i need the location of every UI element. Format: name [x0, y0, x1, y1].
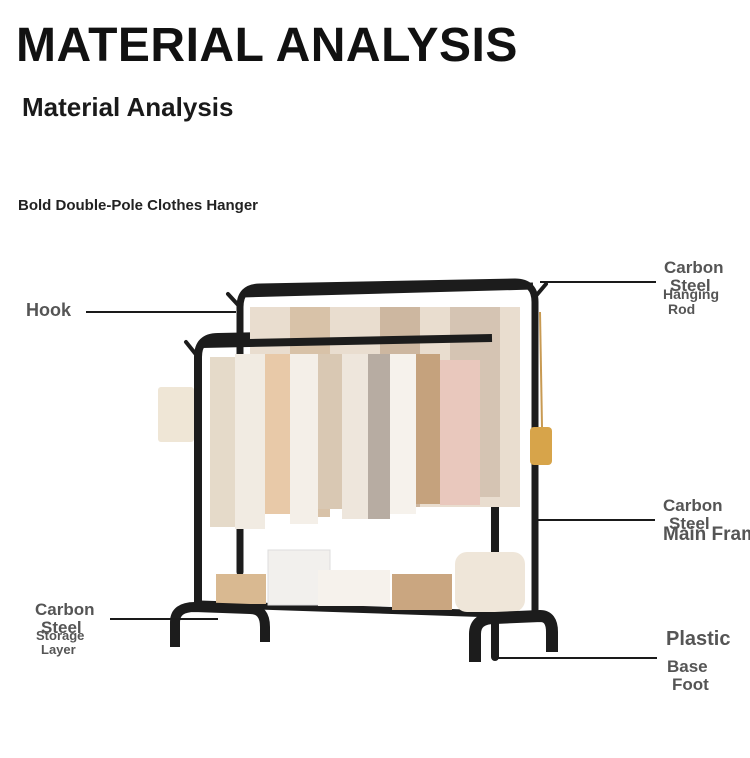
- crossbody-bag: [530, 427, 552, 465]
- callout-storage-part-b: Layer: [41, 642, 76, 657]
- right-foot: [469, 609, 558, 662]
- page-title: MATERIAL ANALYSIS: [16, 19, 518, 72]
- callout-base-foot-line: [497, 657, 657, 659]
- callout-storage-material-b: Steel: [41, 618, 82, 637]
- callout-hook-label: Hook: [26, 300, 71, 320]
- product-name: Bold Double-Pole Clothes Hanger: [18, 197, 259, 214]
- clothes-rack-illustration: [158, 278, 558, 662]
- callout-hanging-rod-part-b: Rod: [668, 301, 696, 317]
- callout-hanging-rod-material-b: Steel: [670, 276, 711, 295]
- tote-bag: [158, 387, 194, 442]
- callout-main-frame-part: Main Frame: [663, 524, 750, 545]
- callout-storage-material-a: Carbon: [35, 600, 95, 619]
- callout-hanging-rod-part-a: Hanging: [663, 286, 719, 302]
- back-hanging-rod: [241, 282, 534, 298]
- shelf-items: [216, 549, 525, 612]
- front-hanging-rod: [201, 334, 493, 348]
- callout-storage-part-a: Storage: [36, 628, 85, 643]
- callout-hook-line: [86, 311, 236, 313]
- callout-base-foot-part-b: Foot: [672, 675, 709, 694]
- callout-hanging-rod-line: [540, 281, 656, 283]
- callout-base-foot-part-a: Base: [667, 657, 708, 676]
- callout-main-frame-material-b: Steel: [669, 514, 710, 533]
- section-subtitle: Material Analysis: [22, 92, 234, 122]
- callout-hanging-rod-material-a: Carbon: [664, 258, 724, 277]
- left-foot: [170, 601, 270, 647]
- callout-main-frame-material-a: Carbon: [663, 496, 723, 515]
- callout-storage-line: [110, 618, 218, 620]
- garments-front: [210, 354, 480, 529]
- callout-main-frame-line: [537, 519, 655, 521]
- callout-base-foot-material: Plastic: [666, 628, 731, 650]
